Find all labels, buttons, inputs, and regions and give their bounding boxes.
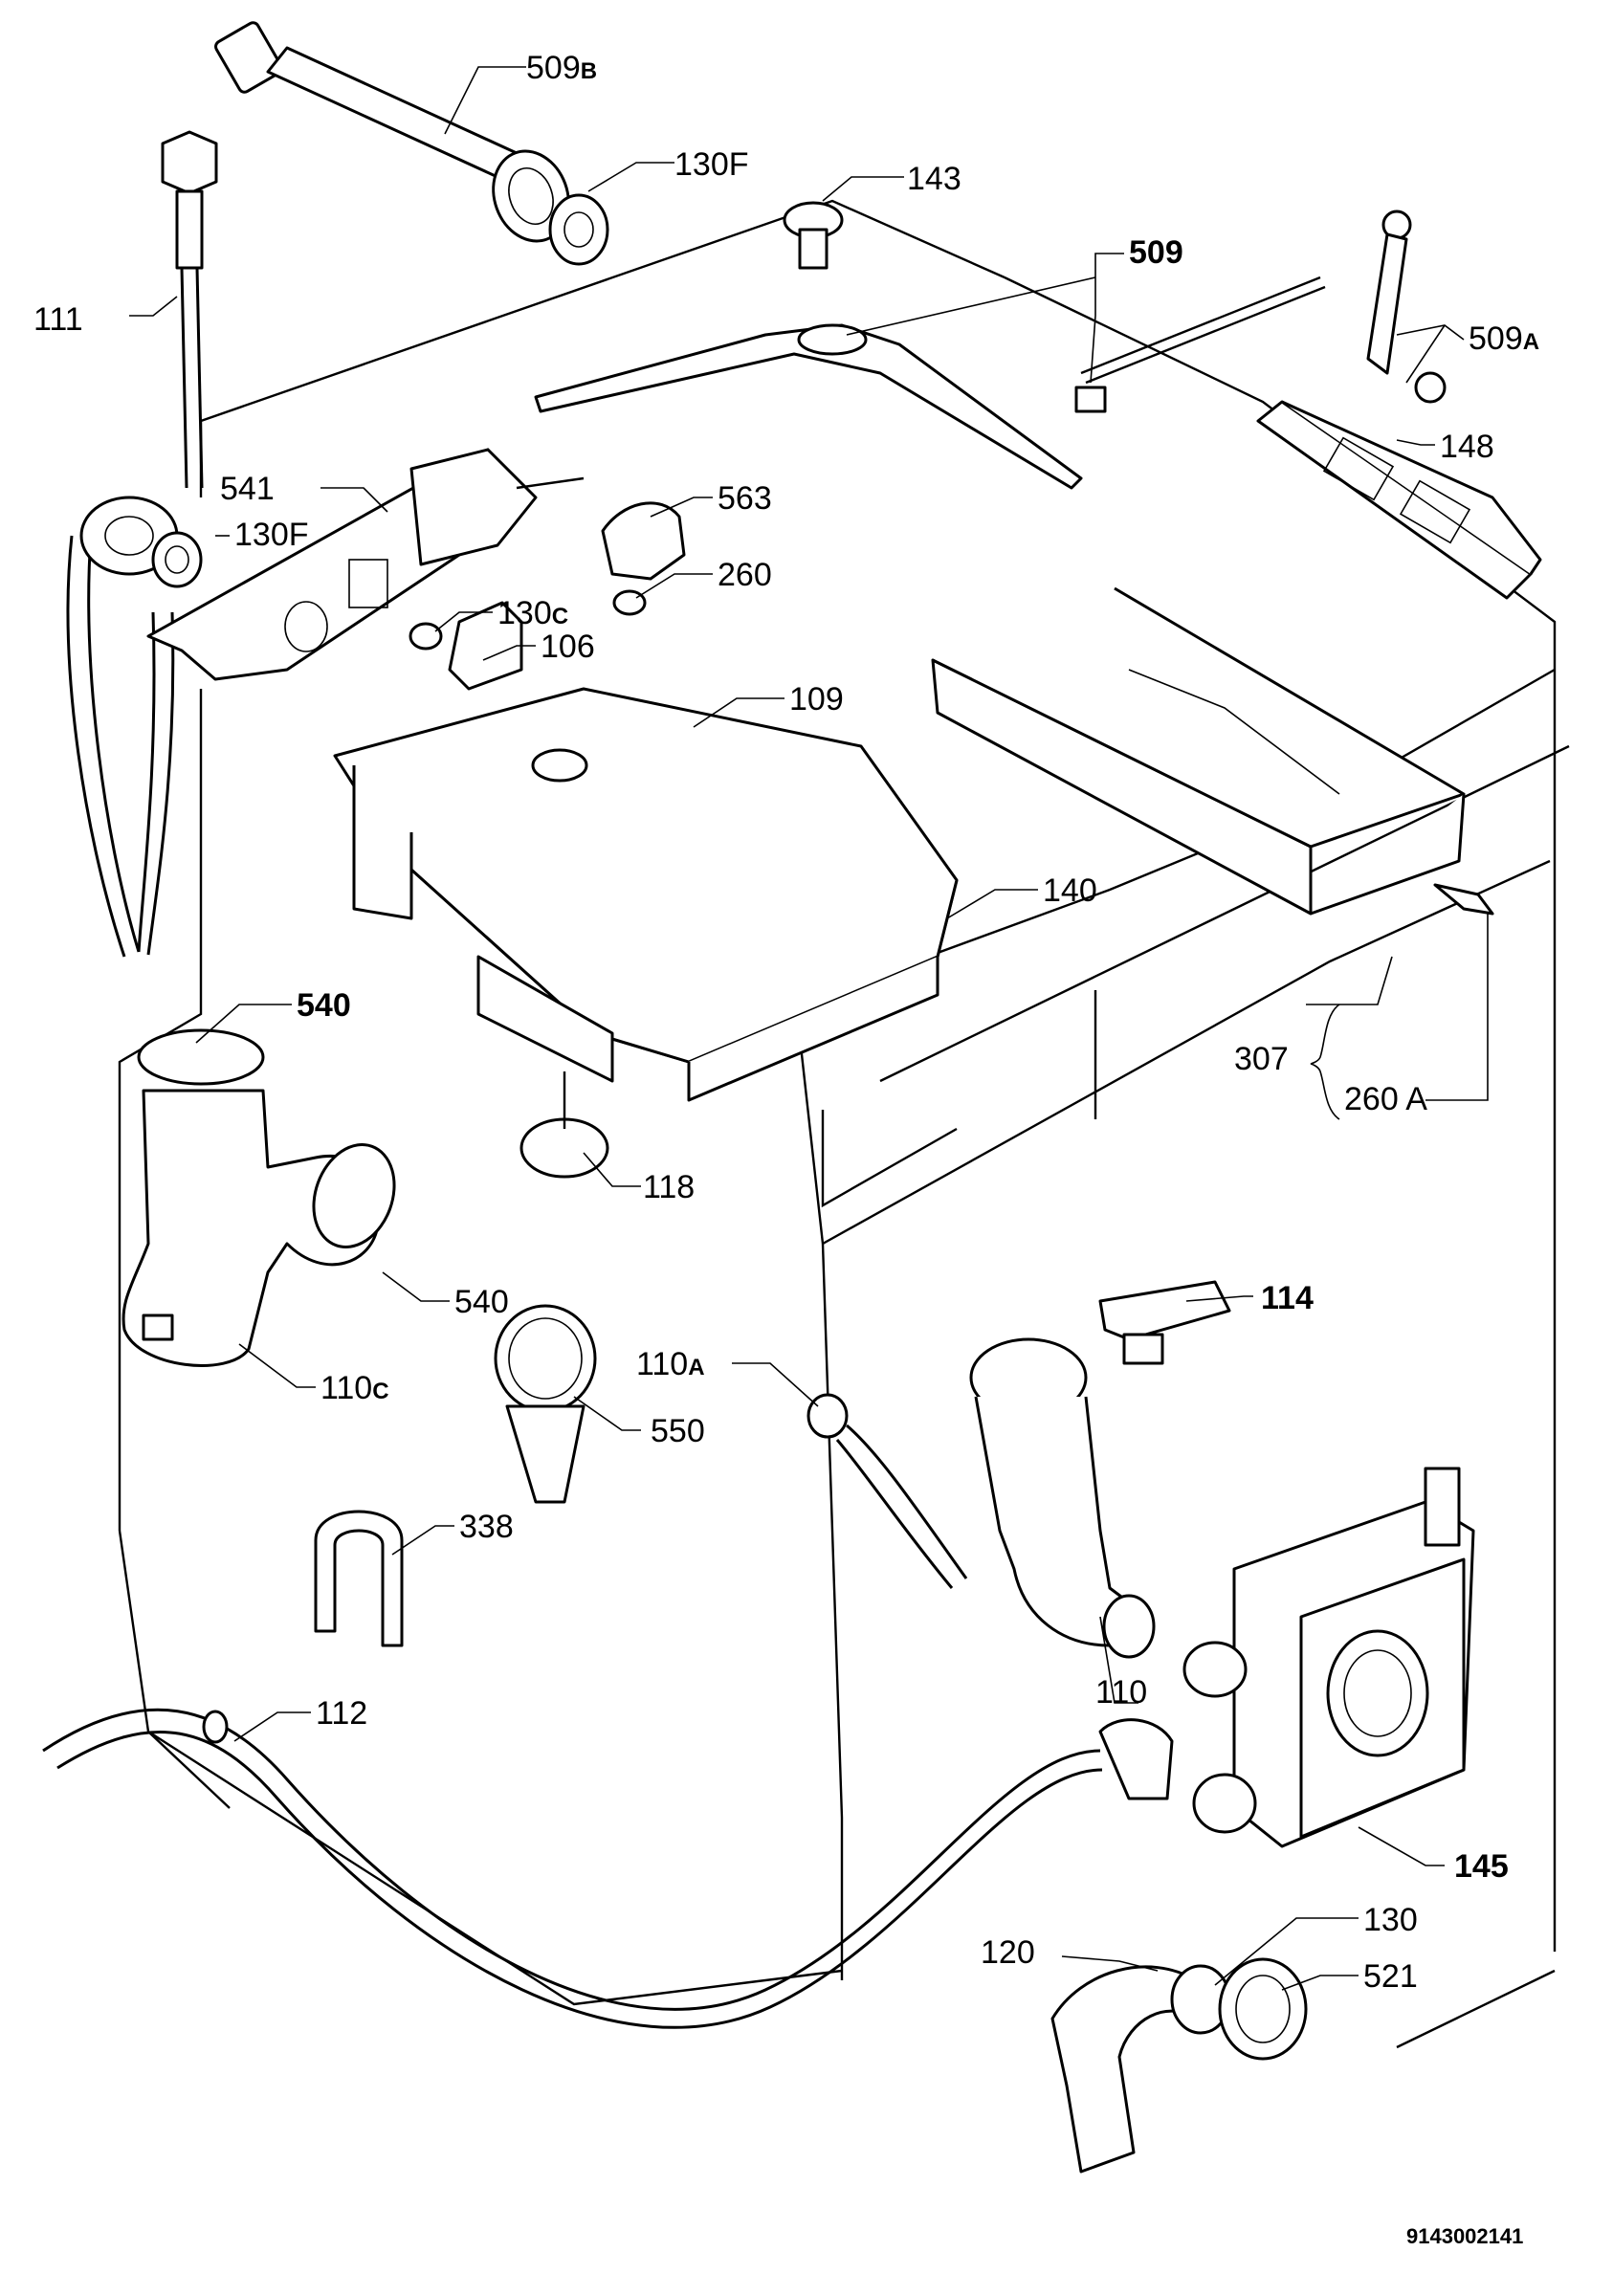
part-260A-drawing [1433,883,1494,916]
part-540-110C-sump-drawing [122,1028,396,1367]
part-148-drawing [1256,400,1542,600]
part-145-drawing [1182,1467,1475,1848]
label-550: 550 [651,1413,705,1449]
label-109: 109 [789,681,844,718]
label-111: 111 [33,301,83,338]
part-338-drawing [314,1510,404,1647]
label-307: 307 [1234,1041,1289,1077]
label-260a: 260 A [1344,1081,1427,1117]
part-110-drawing [969,1337,1156,1659]
part-labels: 509B 130F 143 509 111 509A 148 541 563 130F 260 130… [33,50,1539,1995]
part-111-drawing [161,130,218,489]
part-509A-drawing [1366,210,1447,404]
part-130F-left-drawing [151,531,203,588]
label-145: 145 [1454,1848,1509,1885]
label-110a: 110A [636,1346,705,1382]
part-509-drawing [534,276,1326,490]
part-550-drawing [494,1304,597,1504]
leader-lines [129,66,1489,1991]
label-563: 563 [718,480,772,517]
label-140: 140 [1043,872,1097,909]
label-130c: 130C [497,595,568,631]
label-130f-left: 130F [234,517,309,553]
label-540-top: 540 [297,987,351,1024]
label-148: 148 [1440,429,1494,465]
label-509a: 509A [1469,320,1539,357]
part-143-drawing [783,201,844,270]
part-118-drawing [519,1071,609,1179]
part-130F-top-drawing [548,193,609,266]
label-114: 114 [1261,1280,1314,1316]
label-130: 130 [1363,1902,1418,1938]
label-541: 541 [220,471,275,507]
label-112: 112 [316,1695,367,1732]
label-509: 509 [1129,234,1183,271]
part-114-drawing [1098,1280,1231,1365]
drawing-code: 9143002141 [1406,2224,1523,2248]
part-120-130-521-filter-drawing [1050,1957,1308,2174]
label-110c: 110C [320,1370,389,1406]
part-130C-drawing [409,622,443,651]
label-509b: 509B [526,50,597,86]
label-106: 106 [541,629,595,665]
label-338: 338 [459,1509,514,1545]
part-541-drawing [146,448,585,681]
label-118: 118 [643,1169,695,1205]
part-509B-drawing [214,21,570,243]
part-563-drawing [601,501,686,581]
part-307-drawer-drawing [931,586,1466,916]
label-110: 110 [1095,1674,1147,1711]
label-540-mid: 540 [454,1284,509,1320]
part-109-140-dispenser-drawing [333,687,959,1102]
part-106-drawing [448,601,523,691]
label-130f-top: 130F [674,146,749,183]
part-112-drawing [42,1708,1174,2029]
label-143: 143 [907,161,961,197]
label-260: 260 [718,557,772,593]
label-120: 120 [981,1934,1035,1971]
label-521: 521 [1363,1958,1418,1995]
